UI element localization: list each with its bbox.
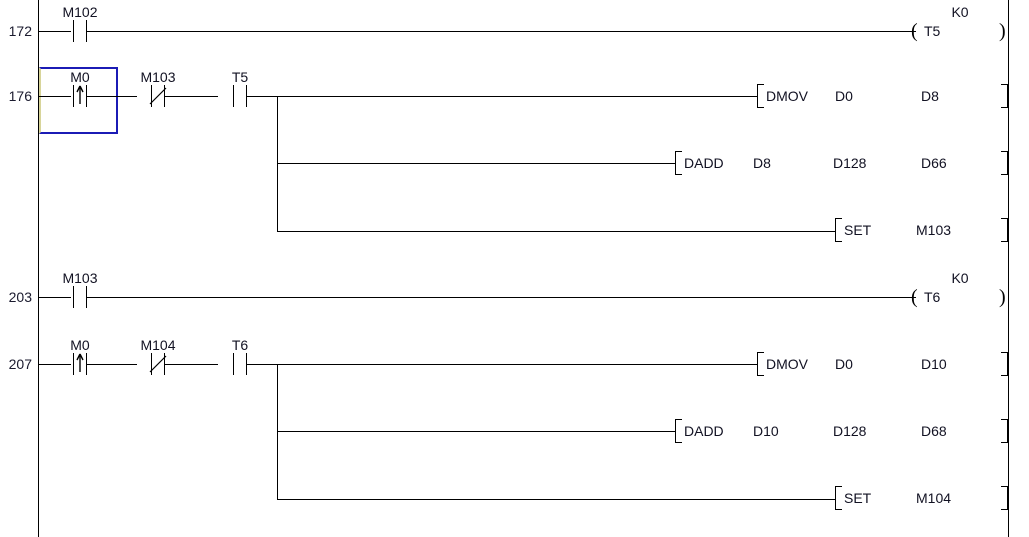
instruction-bracket-right-dadd-2 — [1001, 419, 1008, 443]
instruction-operand-dadd-2-2[interactable]: D68 — [921, 423, 947, 439]
wire-rung207-set — [277, 499, 835, 500]
instruction-operand-set-1-0[interactable]: M103 — [916, 222, 952, 238]
rising-edge-arrow-icon — [76, 353, 84, 372]
wire-rung172-b — [86, 31, 916, 32]
left-power-rail — [38, 0, 39, 537]
wire-rung176-c — [164, 96, 218, 97]
right-power-rail — [1008, 0, 1009, 537]
instruction-bracket-right-dadd-1 — [1001, 151, 1008, 175]
instruction-bracket-right-set-2 — [1001, 486, 1008, 510]
instruction-operand-dadd-1-1[interactable]: D128 — [833, 155, 867, 171]
contact-label-t5-rung176: T5 — [231, 69, 249, 85]
rising-edge-arrow-icon — [76, 85, 84, 104]
wire-rung176-a — [38, 96, 71, 97]
wire-rung207-dadd — [277, 431, 675, 432]
contact-label-m103-rung203: M103 — [62, 270, 98, 286]
contact-label-m102: M102 — [62, 4, 98, 20]
instruction-mnemonic-set-2[interactable]: SET — [844, 490, 872, 506]
wire-rung176-d — [246, 96, 757, 97]
contact-label-m104-rung207: M104 — [140, 337, 176, 353]
wire-rung207-b — [86, 364, 137, 365]
timer-coil-device-t5[interactable]: T5 — [924, 23, 941, 39]
rung-number-203: 203 — [8, 289, 32, 305]
instruction-bracket-right-dmov-1 — [1001, 84, 1008, 108]
instruction-bracket-left-dmov-2 — [757, 352, 764, 376]
contact-label-m0-rung207: M0 — [70, 337, 90, 353]
rung-number-207: 207 — [8, 356, 32, 372]
timer-preset-t5: K0 — [951, 4, 969, 20]
contact-label-t6-rung207: T6 — [231, 337, 249, 353]
instruction-operand-dmov-1-0[interactable]: D0 — [835, 88, 853, 104]
coil-open-paren-t6: ( — [911, 286, 918, 308]
wire-rung176-b — [86, 96, 137, 97]
instruction-mnemonic-dadd-1[interactable]: DADD — [684, 155, 724, 171]
instruction-bracket-left-dmov-1 — [757, 84, 764, 108]
coil-close-paren-t5: ) — [999, 20, 1006, 42]
wire-rung176-set — [277, 231, 835, 232]
instruction-bracket-right-dmov-2 — [1001, 352, 1008, 376]
instruction-bracket-right-set-1 — [1001, 218, 1008, 242]
instruction-operand-dadd-1-2[interactable]: D66 — [921, 155, 947, 171]
wire-rung207-a — [38, 364, 71, 365]
nc-slash-icon — [149, 87, 167, 105]
instruction-mnemonic-set-1[interactable]: SET — [844, 222, 872, 238]
instruction-operand-set-2-0[interactable]: M104 — [916, 490, 952, 506]
instruction-operand-dadd-2-1[interactable]: D128 — [833, 423, 867, 439]
wire-rung207-d — [246, 364, 757, 365]
instruction-operand-dmov-2-0[interactable]: D0 — [835, 356, 853, 372]
wire-rung203-b — [86, 297, 916, 298]
instruction-bracket-left-dadd-2 — [675, 419, 682, 443]
coil-close-paren-t6: ) — [999, 286, 1006, 308]
instruction-operand-dadd-2-0[interactable]: D10 — [753, 423, 779, 439]
rung-number-172: 172 — [8, 23, 32, 39]
timer-preset-t6: K0 — [951, 270, 969, 286]
instruction-bracket-left-dadd-1 — [675, 151, 682, 175]
instruction-mnemonic-dmov-1[interactable]: DMOV — [766, 88, 808, 104]
branch-vertical-rung176 — [277, 96, 278, 232]
instruction-operand-dadd-1-0[interactable]: D8 — [753, 155, 771, 171]
instruction-bracket-left-set-2 — [835, 486, 842, 510]
instruction-operand-dmov-1-1[interactable]: D8 — [921, 88, 939, 104]
instruction-mnemonic-dmov-2[interactable]: DMOV — [766, 356, 808, 372]
timer-coil-device-t6[interactable]: T6 — [924, 289, 941, 305]
wire-rung203-a — [38, 297, 71, 298]
instruction-mnemonic-dadd-2[interactable]: DADD — [684, 423, 724, 439]
contact-label-m103-rung176: M103 — [140, 69, 176, 85]
instruction-operand-dmov-2-1[interactable]: D10 — [921, 356, 947, 372]
nc-slash-icon — [149, 355, 167, 373]
rung-number-176: 176 — [8, 88, 32, 104]
instruction-bracket-left-set-1 — [835, 218, 842, 242]
contact-label-m0-rung176: M0 — [70, 69, 90, 85]
wire-rung176-dadd — [277, 163, 675, 164]
wire-rung172-a — [38, 31, 71, 32]
branch-vertical-rung207 — [277, 364, 278, 500]
wire-rung207-c — [164, 364, 218, 365]
coil-open-paren-t5: ( — [911, 20, 918, 42]
